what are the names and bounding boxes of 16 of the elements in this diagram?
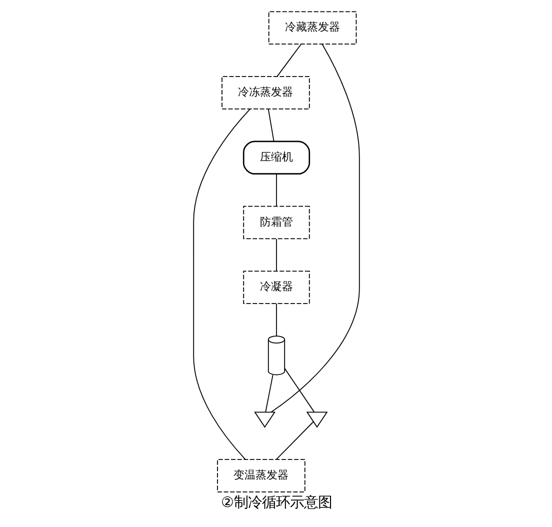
node-box: 变温蒸发器 [216, 459, 305, 492]
connector [284, 368, 314, 413]
connector [264, 374, 273, 412]
connector [276, 44, 301, 77]
node-box: 冷凝器 [242, 270, 310, 304]
connector [267, 108, 274, 142]
node-valve [306, 412, 328, 428]
node-box: 防霜管 [242, 206, 310, 240]
connector [192, 108, 250, 460]
connector [270, 44, 360, 412]
caption: ②制冷循环示意图 [220, 495, 332, 512]
node-box: 冷冻蒸发器 [221, 76, 310, 110]
connector [275, 421, 314, 460]
node-box: 冷藏蒸发器 [268, 11, 356, 45]
node-box: 压缩机 [242, 140, 310, 175]
node-valve [254, 412, 276, 428]
